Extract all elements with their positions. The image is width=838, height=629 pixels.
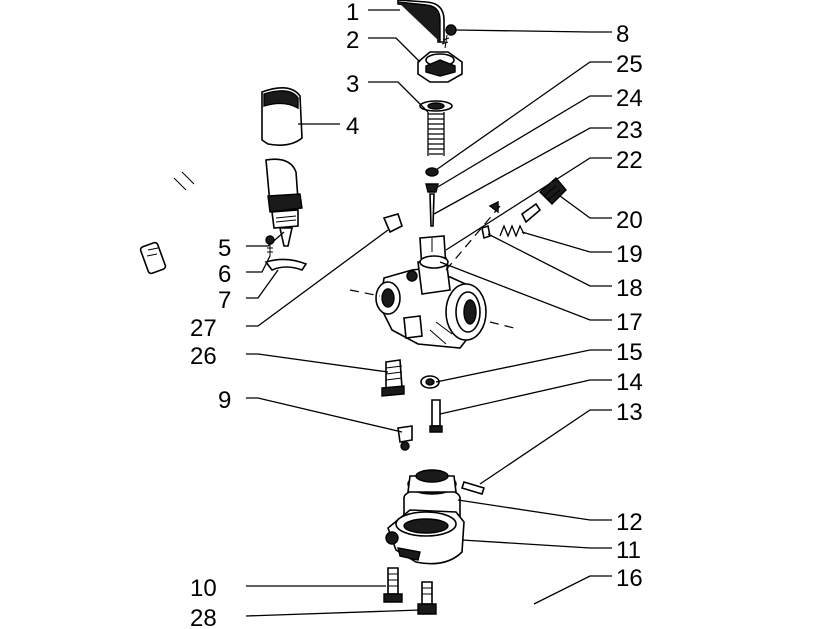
- callout-12: 12: [616, 509, 643, 536]
- callout-4: 4: [346, 113, 359, 140]
- callout-9: 9: [218, 387, 231, 414]
- leader-7: [246, 269, 279, 299]
- leader-17: [439, 261, 612, 321]
- parts-drawings: [139, 0, 567, 615]
- screw-28-drawing: [417, 581, 437, 615]
- screw-26-drawing: [381, 359, 405, 397]
- leader-16: [533, 575, 612, 605]
- jet-14-drawing: [429, 399, 443, 433]
- needle-23-drawing: [429, 193, 435, 227]
- callout-17: 17: [616, 309, 643, 336]
- leader-19: [521, 231, 612, 253]
- callout-19: 19: [616, 241, 643, 268]
- callout-labels: 1 2 3 4 5 6 7 8 9 10 11 12 13 14 15 16 1…: [190, 0, 643, 629]
- carburettor-body-17-drawing: [375, 255, 487, 349]
- leader-lines: [245, 9, 612, 617]
- cap-27-drawing: [382, 213, 403, 234]
- callout-15: 15: [616, 339, 643, 366]
- leader-8: [455, 29, 612, 33]
- axis-line-idle: [445, 205, 501, 271]
- washer-25-drawing: [425, 167, 439, 177]
- leader-20: [559, 195, 612, 219]
- nut-15-drawing: [420, 375, 440, 389]
- rubber-cover-4-drawing: [261, 87, 303, 146]
- callout-6: 6: [218, 261, 231, 288]
- main-jet-9-drawing: [397, 425, 413, 451]
- cap-2-drawing: [417, 51, 463, 83]
- leader-9: [246, 397, 403, 433]
- leader-5: [246, 231, 285, 247]
- callout-14: 14: [616, 369, 643, 396]
- callout-3: 3: [346, 71, 359, 98]
- callout-22: 22: [616, 147, 643, 174]
- spring-3-drawing: [419, 100, 453, 156]
- callout-18: 18: [616, 275, 643, 302]
- leader-13: [479, 409, 612, 485]
- fuel-inlet-tube-drawing: [397, 0, 445, 43]
- leader-22: [445, 157, 612, 251]
- leader-6: [246, 255, 271, 273]
- callout-26: 26: [190, 343, 217, 370]
- leader-28: [245, 609, 421, 617]
- screw-10-drawing: [383, 567, 403, 603]
- callout-27: 27: [190, 315, 217, 342]
- float-12-drawing: [403, 469, 461, 523]
- leader-27: [246, 229, 389, 327]
- callout-8: 8: [616, 21, 629, 48]
- callout-11: 11: [616, 537, 641, 564]
- callout-28: 28: [190, 605, 217, 629]
- leader-12: [457, 499, 612, 521]
- clip-24-drawing: [425, 183, 439, 193]
- axis-line-horizontal: [349, 289, 515, 329]
- leader-3: [368, 81, 429, 113]
- leader-15: [435, 349, 612, 383]
- callout-13: 13: [616, 399, 643, 426]
- leader-11: [461, 539, 612, 549]
- callout-16: 16: [616, 565, 643, 592]
- callout-5: 5: [218, 235, 231, 262]
- callout-20: 20: [616, 207, 643, 234]
- leader-2: [368, 37, 421, 63]
- callout-25: 25: [616, 51, 643, 78]
- starter-cable-drawing: [139, 154, 269, 275]
- float-pin-13-drawing: [460, 481, 486, 495]
- callout-1: 1: [346, 0, 359, 26]
- leader-18: [487, 233, 612, 287]
- leader-23: [433, 127, 612, 215]
- leader-26: [246, 353, 389, 373]
- adjusting-screw-20-drawing: [520, 177, 567, 224]
- callout-10: 10: [190, 575, 217, 602]
- leader-14: [439, 379, 612, 415]
- callout-24: 24: [616, 85, 643, 112]
- starter-valve-5-drawing: [265, 158, 303, 247]
- leader-25: [435, 61, 612, 171]
- bracket-7-drawing: [264, 258, 308, 271]
- callout-7: 7: [218, 287, 231, 314]
- callout-23: 23: [616, 117, 643, 144]
- leader-24: [435, 95, 612, 189]
- idle-screw-18-drawing: [481, 200, 499, 240]
- float-bowl-11-drawing: [385, 509, 465, 565]
- callout-2: 2: [346, 27, 359, 54]
- spring-19-drawing: [499, 224, 525, 238]
